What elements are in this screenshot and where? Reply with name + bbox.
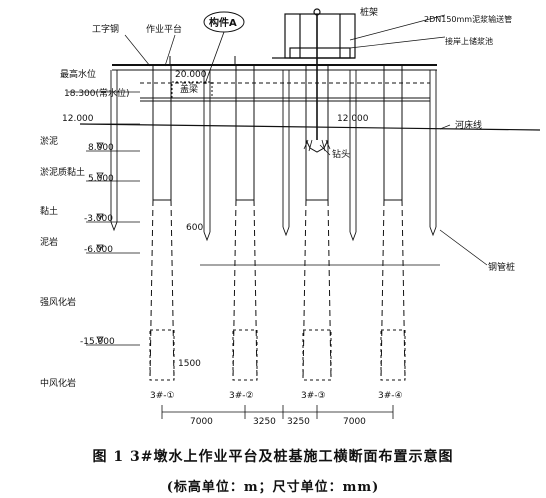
cap-beam-label: 盖梁 <box>180 83 198 95</box>
figure-caption-title: 图 1 3#墩水上作业平台及桩基施工横断面布置示意图 <box>92 449 454 465</box>
stratum-elev: -3.000 <box>84 214 113 224</box>
pile-frame <box>272 8 356 153</box>
stratum-name: 黏土 <box>40 205 58 217</box>
gongzi-steel-label: 工字钢 <box>92 23 119 35</box>
dim-1500-label: 1500 <box>178 359 201 369</box>
max-water-label: 最高水位 <box>60 68 96 80</box>
steel-casing-piles <box>110 70 437 242</box>
figure-caption-units: (标高单位：m；尺寸单位：mm) <box>166 480 380 495</box>
elev-18-3-label: 18.300(常水位) <box>64 87 130 99</box>
riverbed-label: 河床线 <box>455 119 482 131</box>
component-a-label: 构件A <box>209 16 237 29</box>
pile-id: 3#-① <box>150 391 175 401</box>
stratum-name: 泥岩 <box>40 236 58 248</box>
stratum-elev: 8.000 <box>88 143 114 153</box>
elev-20-label: 20.000 <box>175 70 207 80</box>
steel-piles <box>149 64 406 381</box>
pipe-label-1: 2DN150mm泥浆输送管 <box>424 14 512 24</box>
stratum-name: 淤泥质黏土 <box>40 166 85 178</box>
elev-12-left-label: 12.000 <box>62 114 94 124</box>
stratum-name: 淤泥 <box>40 135 58 147</box>
steel-pile-label: 钢管桩 <box>488 261 515 273</box>
component-a-callout <box>203 11 245 85</box>
pile-id: 3#-② <box>229 391 254 401</box>
drill-bit-label: 钻头 <box>332 148 350 160</box>
work-platform <box>112 56 437 102</box>
pipe-label-2: 接岸上储浆池 <box>445 36 493 46</box>
stratum-name: 中风化岩 <box>40 377 76 389</box>
spacing-label: 7000 <box>343 417 366 427</box>
spacing-label: 3250 <box>287 417 310 427</box>
spacing-label: 3250 <box>253 417 276 427</box>
work-platform-label: 作业平台 <box>146 23 182 35</box>
stratum-elev: -6.000 <box>84 245 113 255</box>
spacing-label: 7000 <box>190 417 213 427</box>
stratum-elev: 5.000 <box>88 174 114 184</box>
pile-id: 3#-④ <box>378 391 403 401</box>
stratum-name: 强风化岩 <box>40 296 76 308</box>
stratum-elev: -15.000 <box>80 337 115 347</box>
dim-600-label: 600 <box>186 223 203 233</box>
pile-id: 3#-③ <box>301 391 326 401</box>
pile-foundation-diagram: 工字钢 作业平台 构件A 桩架 2DN150mm泥浆输送管 接岸上储浆池 最高水… <box>40 6 541 427</box>
spacing-dimensions <box>161 405 394 419</box>
elev-12-mid-label: 12.000 <box>337 114 369 124</box>
pile-frame-label: 桩架 <box>360 6 378 18</box>
